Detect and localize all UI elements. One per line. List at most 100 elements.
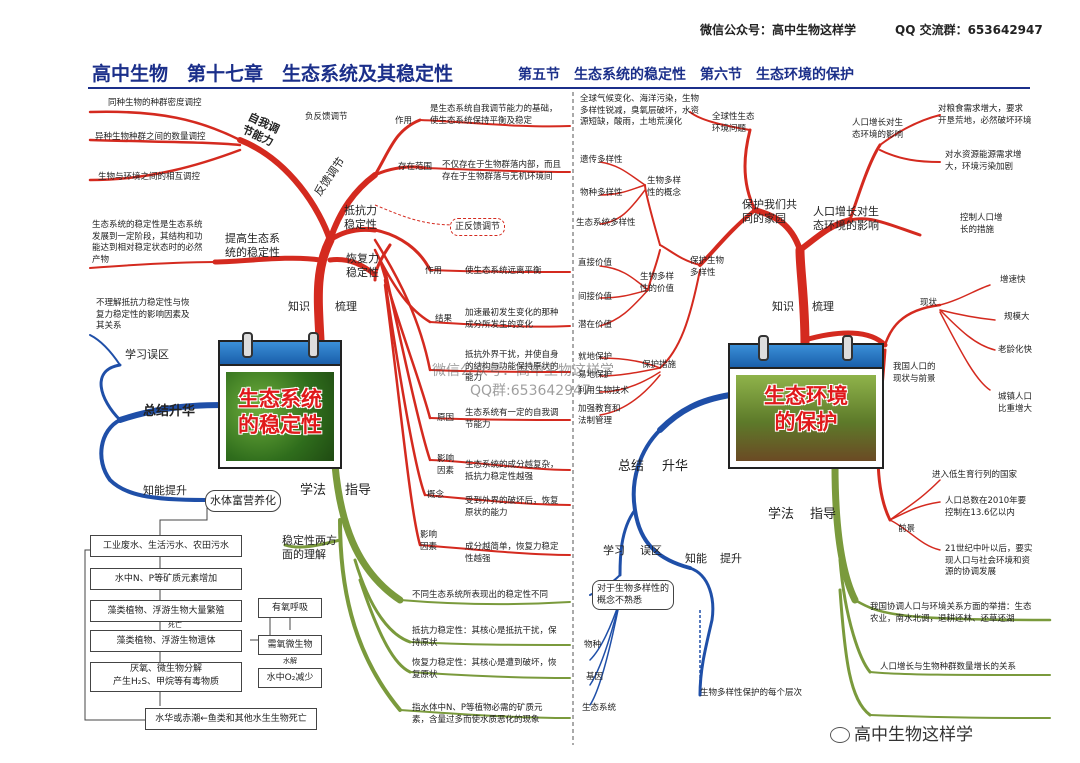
lotus-leaf-image: 生态系统 的稳定性 xyxy=(226,372,334,461)
right-method-label: 学法 xyxy=(768,507,795,522)
right-calendar-header xyxy=(730,345,882,369)
right-calendar-card: 生态环境 的保护 xyxy=(728,335,884,469)
gene-div-label: 遗传多样性 xyxy=(580,155,623,165)
flow-step-4: 藻类植物、浮游生物遗体 xyxy=(90,630,242,652)
water-text: 对水资源能源需求增 大，环境污染加剧 xyxy=(945,150,1022,172)
right-ability-b: 提升 xyxy=(720,552,742,565)
protect-measures-label: 保护措施 xyxy=(642,360,677,370)
status-1: 增速快 xyxy=(1000,275,1026,285)
left-red-branches xyxy=(88,110,571,556)
watermark-line-2: QQ群:653642947 xyxy=(470,383,591,399)
recover-branch: 恢复力 稳定性 xyxy=(346,252,379,279)
reason-text: 生态系统有一定的自我调 节能力 xyxy=(465,408,559,430)
factor2-text: 成分越简单，恢复力稳定 性越强 xyxy=(465,542,559,564)
factor-label: 影响 因素 xyxy=(437,454,455,476)
wechat-logo-icon xyxy=(830,727,850,743)
aerobic-box: 有氧呼吸 xyxy=(258,598,322,618)
page-subtitle: 第五节 生态系统的稳定性 第六节 生态环境的保护 xyxy=(518,67,854,83)
global-text: 全球气候变化、海洋污染，生物 多样性锐减，臭氧层破坏，水资 源短缺，酸雨，土地荒… xyxy=(580,94,700,127)
eutro-flow-lines xyxy=(84,502,291,721)
prospect-1: 进入低生育行列的国家 xyxy=(932,470,1018,480)
concept-a-text: 抵抗外界干扰，并使自身 的结构与功能保持原状的 能力 xyxy=(465,350,559,383)
biodiv-value-label: 生物多样 性的价值 xyxy=(640,272,675,294)
food-text: 对粮食需求增大，要求 开垦荒地，必然破坏环境 xyxy=(938,104,1032,126)
logo-watermark: 高中生物这样学 xyxy=(830,702,973,746)
protect-home-label: 保护我们共 同的家园 xyxy=(742,198,797,225)
protect-biodiv-label: 保护生物 多样性 xyxy=(690,256,725,278)
left-guide-label: 指导 xyxy=(345,483,372,498)
reason-label: 原因 xyxy=(437,413,455,423)
left-blue-branches xyxy=(89,334,225,502)
status-3: 老龄化快 xyxy=(998,345,1033,355)
measure-2: 易地保护 xyxy=(578,370,613,380)
recover-core-text: 恢复力稳定性：其核心是遭到破坏，恢 复原状 xyxy=(412,658,557,680)
prospect-2: 人口总数在2010年要 控制在13.6亿以内 xyxy=(945,496,1027,518)
r-role-text: 使生态系统远离平衡 xyxy=(465,266,542,276)
right-mistake-box: 对于生物多样性的 概念不熟悉 xyxy=(592,580,675,610)
right-study: 学习 xyxy=(603,544,625,557)
left-calendar-title: 生态系统 的稳定性 xyxy=(238,387,322,437)
prospect-3: 21世纪中叶以后，要实 现人口与社会环境和资 源的协调发展 xyxy=(945,544,1033,577)
pop-impact-branch: 人口增长对生 态环境的影响 xyxy=(813,205,879,232)
scope-label: 存在范围 xyxy=(398,162,433,172)
qq-group-label: QQ 交流群：653642947 xyxy=(895,23,1043,37)
improve-branch: 提高生态系 统的稳定性 xyxy=(225,232,280,259)
left-method-label: 学法 xyxy=(300,483,327,498)
summary-label: 总结升华 xyxy=(143,404,196,419)
calendar-ring-icon xyxy=(308,332,319,358)
m-eco-label: 生态系统 xyxy=(582,703,617,713)
watermark-line-1: 微信公众号：高中生物这样学 xyxy=(432,363,614,379)
r-result-label: 结果 xyxy=(435,314,453,324)
mistake-text: 不理解抵抗力稳定性与恢 复力稳定性的影响因素及 其关系 xyxy=(96,298,190,331)
flow-die-label: 死亡 xyxy=(168,621,182,629)
left-calendar-header xyxy=(220,342,340,366)
eutro-box: 水体富营养化 xyxy=(205,490,281,512)
control-measures-label: 控制人口增 长的措施 xyxy=(960,213,1003,235)
pop-impact-label: 人口增长对生 态环境的影响 xyxy=(852,118,904,140)
biodiv-concept-label: 生物多样 性的概念 xyxy=(647,176,682,198)
pos-feedback-link xyxy=(374,204,456,226)
page-title: 高中生物 第十七章 生态系统及其稳定性 xyxy=(92,63,454,85)
right-mistake: 误区 xyxy=(640,544,662,557)
left-comb-label: 梳理 xyxy=(335,300,357,313)
two-aspects-label: 稳定性两方 面的理解 xyxy=(282,534,337,561)
measure-4: 加强教育和 法制管理 xyxy=(578,404,621,426)
left-green-branches xyxy=(283,461,571,719)
eutro-def-text: 指水体中N、P等植物必需的矿质元 素，含量过多而使水质恶化的现象 xyxy=(412,703,543,725)
scope-text: 不仅存在于生物群落内部，而且 存在于生物群落与无机环境间 xyxy=(442,160,562,182)
prospect-label: 前景 xyxy=(898,524,916,534)
role-label: 作用 xyxy=(395,116,413,126)
concept-label: 概念 xyxy=(427,490,445,500)
flow-step-2: 水中N、P等矿质元素增加 xyxy=(90,568,242,590)
resist-core-text: 抵抗力稳定性：其核心是抵抗干扰，保 持原状 xyxy=(412,626,557,648)
deer-photo-image: 生态环境 的保护 xyxy=(736,375,876,461)
logo-text: 高中生物这样学 xyxy=(854,725,973,745)
levels-label: 生物多样性保护的每个层次 xyxy=(700,688,803,698)
cn-pop-label: 我国人口的 现状与前景 xyxy=(893,362,936,384)
pop-rel-text: 人口增长与生物种群数量增长的关系 xyxy=(880,662,1017,672)
status-2: 规模大 xyxy=(1004,312,1030,322)
global-issue-label: 全球性生态 环境问题 xyxy=(712,112,755,134)
factor2-label: 影响 因素 xyxy=(420,530,438,552)
m-species-label: 物种 xyxy=(584,640,602,650)
r-result-text: 加速最初发生变化的那种 成分所发生的变化 xyxy=(465,308,559,330)
calendar-ring-icon xyxy=(842,335,853,361)
left-calendar-card: 生态系统 的稳定性 xyxy=(218,332,342,469)
flow-step-5: 厌氧、微生物分解 产生H₂S、甲烷等有毒物质 xyxy=(90,662,242,692)
pos-feedback-box: 正反馈调节 xyxy=(450,218,506,236)
right-ability-a: 知能 xyxy=(685,552,707,565)
right-guide-label: 指导 xyxy=(810,507,837,522)
right-summary-b: 升华 xyxy=(662,459,689,474)
right-calendar-title: 生态环境 的保护 xyxy=(764,384,848,434)
coord-text: 我国协调人口与环境关系方面的举措：生态 农业，南水北调，退耕还林、还草还湖 xyxy=(870,602,1032,624)
o2-drop-box: 水中O₂减少 xyxy=(258,668,322,688)
status-label: 现状 xyxy=(920,298,938,308)
flow-step-6: 水华或赤潮←鱼类和其他水生生物死亡 xyxy=(145,708,317,730)
right-summary-a: 总结 xyxy=(618,459,645,474)
potential-value-label: 潜在价值 xyxy=(578,320,613,330)
self-reg-item-2: 异种生物种群之间的数量调控 xyxy=(95,132,206,142)
role-text: 是生态系统自我调节能力的基础， 使生态系统保持平衡及稳定 xyxy=(430,104,558,126)
study-mistake-label: 学习误区 xyxy=(125,348,169,361)
self-reg-item-1: 同种生物的种群密度调控 xyxy=(108,98,202,108)
